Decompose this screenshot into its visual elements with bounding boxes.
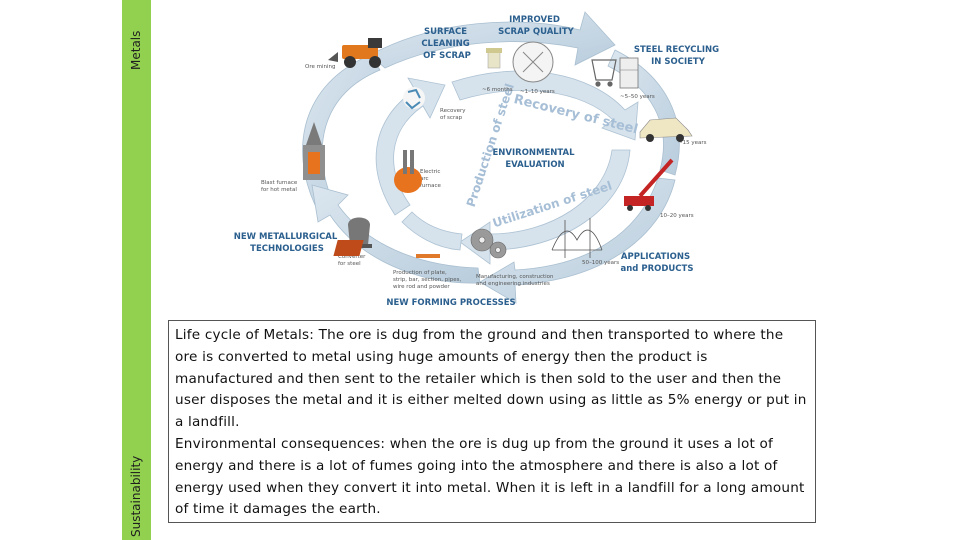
production-of-steel-text: Production of steel xyxy=(464,82,517,209)
manufacturing-label: Manufacturing, construction and engineer… xyxy=(476,274,555,287)
side-bar xyxy=(122,0,151,540)
recycle-icon xyxy=(403,87,425,110)
lifecycle-description-box: Life cycle of Metals: The ore is dug fro… xyxy=(168,320,816,523)
steel-recycling-heading: STEEL RECYCLING IN SOCIETY xyxy=(634,45,722,67)
applications-heading: APPLICATIONS and PRODUCTS xyxy=(621,252,694,274)
car-icon xyxy=(639,117,693,142)
one-to-ten-label: ~1–10 years xyxy=(520,89,555,95)
production-of-plate-label: Production of plate, strip, bar, section… xyxy=(393,270,463,290)
environmental-heading: ENVIRONMENTAL EVALUATION xyxy=(492,148,577,170)
refrigerator-icon xyxy=(619,57,639,89)
recovery-of-scrap-label: Recovery of scrap xyxy=(440,108,467,121)
lifecycle-paragraph: Life cycle of Metals: The ore is dug fro… xyxy=(175,327,807,431)
ten-to-twenty-label: 10–20 years xyxy=(660,213,694,219)
ore-mining-truck-icon xyxy=(328,38,382,68)
scrap-sorting-disc-icon xyxy=(512,41,554,83)
side-label-metals: Metals xyxy=(129,30,143,70)
converter-label: Converter for steel xyxy=(338,254,367,267)
fifty-to-hundred-label: 50–100 years xyxy=(582,260,619,266)
electric-arc-label: Electric arc furnace xyxy=(420,169,442,189)
gears-icon xyxy=(470,228,507,259)
improved-scrap-heading: IMPROVED SCRAP QUALITY xyxy=(498,15,574,37)
blast-furnace-label: Blast furnace for hot metal xyxy=(261,180,299,193)
side-label-sustainability: Sustainability xyxy=(129,455,143,537)
consequences-paragraph: Environmental consequences: when the ore… xyxy=(175,435,805,518)
steel-lifecycle-diagram: Recovery of steel Production of steel Ut… xyxy=(234,11,722,308)
shopping-cart-icon xyxy=(591,59,617,87)
new-forming-heading: NEW FORMING PROCESSES xyxy=(386,298,515,308)
inner-cycle-arrows xyxy=(375,70,639,265)
bridge-icon xyxy=(551,218,603,258)
electric-arc-furnace-icon xyxy=(394,150,422,193)
ore-mining-label: Ore mining xyxy=(305,64,335,70)
blast-furnace-icon xyxy=(303,122,325,180)
crane-icon xyxy=(624,158,674,211)
new-metallurgical-heading: NEW METALLURGICAL TECHNOLOGIES xyxy=(234,232,341,254)
six-months-label: ~6 months xyxy=(482,87,513,93)
rolled-steel-icon xyxy=(333,240,440,258)
scrap-bucket-icon xyxy=(486,48,502,69)
surface-cleaning-heading: SURFACE CLEANING OF SCRAP xyxy=(421,27,472,61)
five-to-fifty-label: ~5–50 years xyxy=(620,94,655,100)
fifteen-years-label: ~15 years xyxy=(678,140,707,146)
